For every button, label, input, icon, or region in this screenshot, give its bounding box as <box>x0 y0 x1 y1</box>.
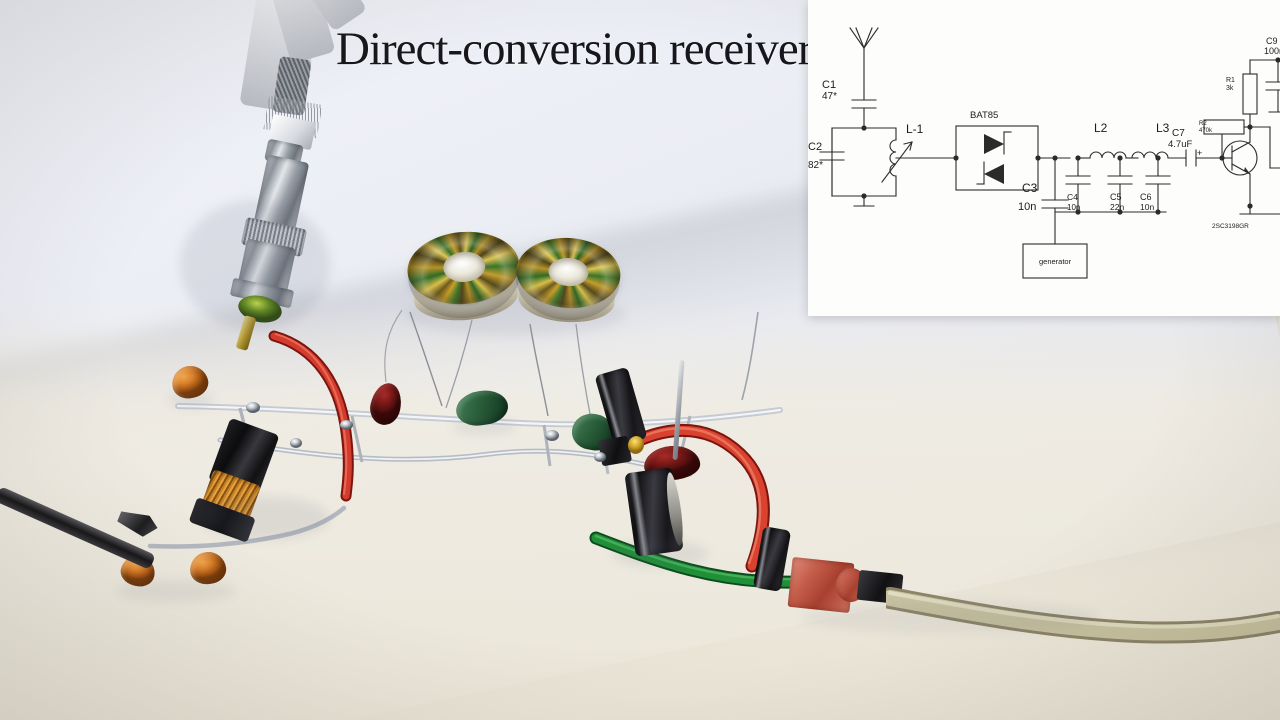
svg-text:L2: L2 <box>1094 121 1108 135</box>
svg-text:47*: 47* <box>822 91 837 102</box>
bnc-shadow <box>180 200 330 330</box>
coil-shadow <box>200 496 330 540</box>
svg-text:C9: C9 <box>1266 36 1278 46</box>
svg-text:3k: 3k <box>1226 85 1234 92</box>
svg-text:C7: C7 <box>1172 128 1185 139</box>
circuit-diagram: C1 47* C2 82* L-1 BAT85 C3 10n generator… <box>808 0 1280 316</box>
svg-text:+: + <box>1197 148 1202 158</box>
svg-text:R1: R1 <box>1226 77 1235 84</box>
elec-shadow <box>612 540 708 568</box>
solder-joint <box>246 402 260 413</box>
disc-shadow <box>116 580 236 602</box>
svg-text:C6: C6 <box>1140 192 1152 202</box>
disc-shadow <box>168 392 214 408</box>
svg-text:10n: 10n <box>1018 201 1036 213</box>
svg-text:R2: R2 <box>1199 121 1207 127</box>
svg-text:470k: 470k <box>1199 128 1213 134</box>
solder-joint <box>340 420 353 430</box>
svg-text:BAT85: BAT85 <box>970 110 998 121</box>
svg-text:10n: 10n <box>1067 203 1080 212</box>
solder-joint <box>545 430 559 441</box>
svg-text:82*: 82* <box>808 160 823 171</box>
svg-text:2SC3198GR: 2SC3198GR <box>1212 223 1249 230</box>
cable-shadow <box>800 600 1100 634</box>
svg-text:C4: C4 <box>1067 192 1078 202</box>
svg-text:4.7uF: 4.7uF <box>1168 139 1192 150</box>
solder-joint <box>594 452 606 462</box>
svg-text:22n: 22n <box>1110 202 1124 212</box>
solder-joint <box>290 438 302 448</box>
audio-cable <box>879 566 1280 681</box>
toroid-leads <box>380 250 660 430</box>
page-title: Direct-conversion receiver <box>336 23 813 75</box>
svg-text:C3: C3 <box>1022 181 1038 195</box>
toroid-shadow <box>404 292 626 336</box>
green-cap-shadow <box>452 418 516 436</box>
svg-text:C5: C5 <box>1110 192 1122 202</box>
svg-text:100n: 100n <box>1264 46 1280 56</box>
svg-text:L-1: L-1 <box>906 122 924 136</box>
svg-text:L3: L3 <box>1156 121 1170 135</box>
svg-text:generator: generator <box>1039 257 1072 266</box>
svg-text:10n: 10n <box>1140 202 1154 212</box>
svg-text:C2: C2 <box>808 141 822 153</box>
red-wire-main <box>596 400 816 620</box>
label-c1-ref: C1 <box>822 79 836 91</box>
black-transistor <box>597 435 633 467</box>
